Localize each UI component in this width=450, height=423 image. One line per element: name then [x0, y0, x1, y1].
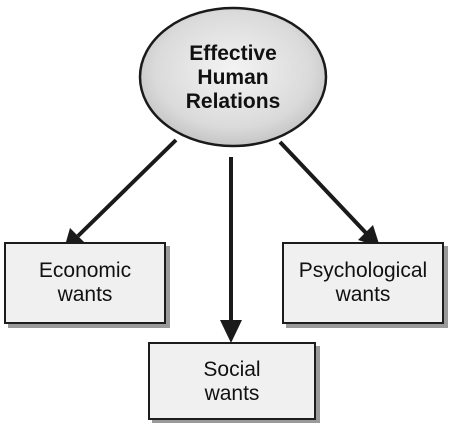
psychological-wants-line2: wants	[335, 283, 391, 306]
social-wants-label: Social wants	[150, 344, 314, 420]
psychological-wants-label: Psychological wants	[283, 244, 443, 322]
social-wants-line1: Social	[203, 357, 261, 381]
center-label: Effective Human Relations	[150, 22, 316, 134]
box-psychological-wants	[282, 242, 444, 324]
arrow-to-psychological	[278, 140, 380, 247]
center-label-line1: Effective	[189, 41, 277, 65]
economic-wants-line2: wants	[57, 283, 113, 306]
arrowhead-psychological	[358, 225, 380, 247]
social-wants-line2: wants	[204, 382, 260, 405]
box-social-wants	[148, 342, 316, 420]
psychological-wants-line1: Psychological	[298, 258, 428, 282]
center-ellipse	[138, 6, 328, 148]
center-label-line2: Human	[197, 65, 269, 89]
center-label-line3: Relations	[185, 90, 281, 114]
arrowhead-social	[220, 320, 242, 343]
arrow-to-social	[220, 157, 242, 343]
economic-wants-line1: Economic	[38, 258, 132, 282]
box-economic-wants	[4, 242, 166, 324]
economic-wants-label: Economic wants	[6, 244, 164, 322]
arrow-to-economic	[64, 138, 178, 249]
